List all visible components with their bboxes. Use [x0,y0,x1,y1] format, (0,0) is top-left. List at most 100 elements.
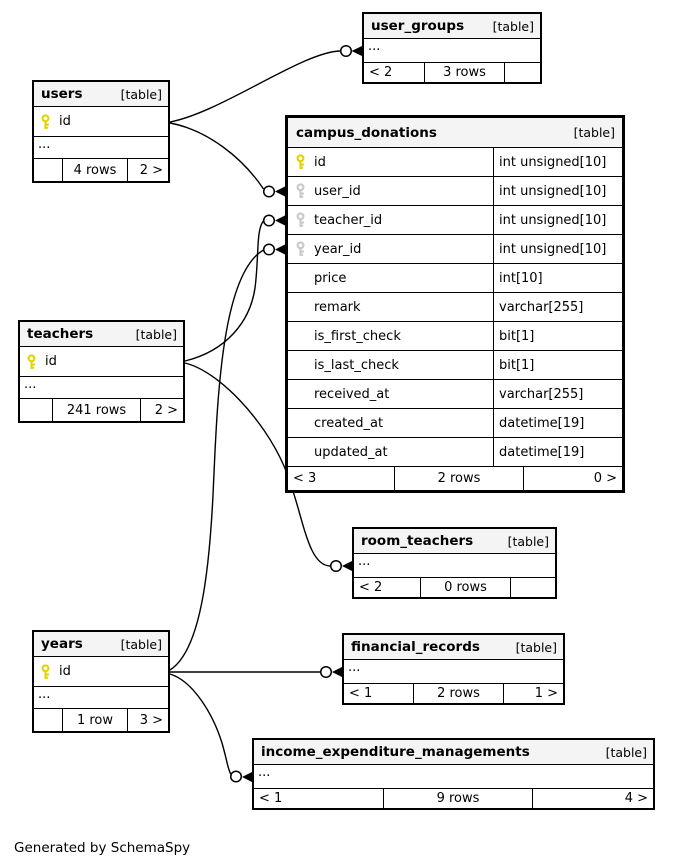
hidden-columns-ellipsis: ... [34,137,168,159]
table-tag: [table] [605,744,647,760]
table-name[interactable]: campus_donations [296,124,437,141]
column-name: id [45,354,57,369]
table-tag: [table] [573,125,615,140]
column-type: bit[1] [493,351,622,379]
footer-children: 2 > [140,399,183,421]
foreign-key-icon [295,241,306,257]
column-type: varchar[255] [493,293,622,321]
column-row: id [34,107,168,137]
table-user_groups[interactable]: user_groups [table] ... < 2 3 rows [362,12,542,84]
generated-by-note: Generated by SchemaSpy [14,840,191,856]
table-footer: < 2 3 rows [364,63,540,82]
table-header: teachers [table] [20,322,183,347]
table-users[interactable]: users [table] id ... 4 rows 2 > [32,80,170,183]
column-type: int[10] [493,264,622,292]
table-name[interactable]: user_groups [371,18,465,34]
table-years[interactable]: years [table] id ... 1 row 3 > [32,630,170,733]
primary-key-icon [40,664,51,680]
footer-children: 1 > [503,684,563,703]
column-type: int unsigned[10] [493,148,622,176]
table-tag: [table] [135,326,177,342]
relation-years-income_expenditure_managements [169,673,253,783]
table-tag: [table] [515,639,557,655]
table-name[interactable]: users [41,86,83,102]
table-footer: 241 rows 2 > [20,399,183,421]
table-name[interactable]: teachers [27,326,94,342]
footer-row-count: 9 rows [383,789,532,808]
table-footer: 4 rows 2 > [34,159,168,181]
table-tag: [table] [492,18,534,34]
table-header: financial_records [table] [344,635,563,660]
column-row: remark varchar[255] [288,293,622,322]
foreign-key-icon [295,183,306,199]
column-type: datetime[19] [493,438,622,466]
column-type: int unsigned[10] [493,206,622,234]
foreign-key-icon [295,212,306,228]
hidden-columns-ellipsis: ... [364,39,540,63]
column-type: int unsigned[10] [493,177,622,205]
column-row: user_id int unsigned[10] [288,177,622,206]
primary-key-icon [295,154,306,170]
table-name[interactable]: income_expenditure_managements [261,744,530,760]
table-income_expenditure_managements[interactable]: income_expenditure_managements [table] .… [252,738,655,810]
column-type: datetime[19] [493,409,622,437]
footer-row-count: 1 row [62,709,127,731]
table-footer: < 1 2 rows 1 > [344,684,563,703]
table-tag: [table] [120,636,162,652]
footer-children [504,63,540,82]
column-name: price [314,270,347,286]
hidden-columns-ellipsis: ... [344,660,563,684]
column-row: is_last_check bit[1] [288,351,622,380]
column-name: year_id [314,241,362,257]
primary-key-icon [40,114,51,130]
footer-children: 3 > [127,709,168,731]
table-footer: 1 row 3 > [34,709,168,731]
footer-children: 4 > [532,789,653,808]
column-row: updated_at datetime[19] [288,438,622,467]
footer-parents: < 1 [349,686,373,701]
relation-years-campus_donations-year_id [169,243,286,671]
footer-children: 0 > [523,467,622,490]
hidden-columns-ellipsis: ... [354,554,555,578]
table-header: users [table] [34,82,168,107]
table-footer: < 3 2 rows 0 > [288,467,622,490]
column-name: created_at [314,415,384,431]
table-tag: [table] [507,533,549,549]
footer-parents: < 2 [359,580,383,595]
relation-teachers-campus_donations-teacher_id [184,214,286,362]
column-row: received_at varchar[255] [288,380,622,409]
hidden-columns-ellipsis: ... [254,765,653,789]
column-row: teacher_id int unsigned[10] [288,206,622,235]
table-name[interactable]: years [41,636,83,652]
table-footer: < 2 0 rows [354,578,555,597]
table-header: years [table] [34,632,168,657]
footer-children [510,578,555,597]
relation-years-financial_records [170,665,343,679]
footer-parents [20,399,52,421]
table-name[interactable]: room_teachers [361,533,474,549]
table-teachers[interactable]: teachers [table] id ... 241 rows 2 > [18,320,185,423]
column-row: price int[10] [288,264,622,293]
column-row: id [34,657,168,687]
table-header: user_groups [table] [364,14,540,39]
hidden-columns-ellipsis: ... [20,377,183,399]
table-campus_donations[interactable]: campus_donations [table] id int unsigned… [285,115,625,493]
footer-row-count: 3 rows [424,63,504,82]
primary-key-icon [26,354,37,370]
table-footer: < 1 9 rows 4 > [254,789,653,808]
column-row: created_at datetime[19] [288,409,622,438]
column-name: user_id [314,183,361,199]
column-row: id int unsigned[10] [288,148,622,177]
table-financial_records[interactable]: financial_records [table] ... < 1 2 rows… [342,633,565,705]
column-row: id [20,347,183,377]
column-name: id [59,664,71,679]
table-name[interactable]: financial_records [351,639,480,655]
footer-children: 2 > [127,159,168,181]
column-name: is_first_check [314,328,401,344]
column-name: id [59,114,71,129]
table-room_teachers[interactable]: room_teachers [table] ... < 2 0 rows [352,527,557,599]
table-header: campus_donations [table] [288,118,622,148]
footer-parents: < 3 [293,471,317,486]
